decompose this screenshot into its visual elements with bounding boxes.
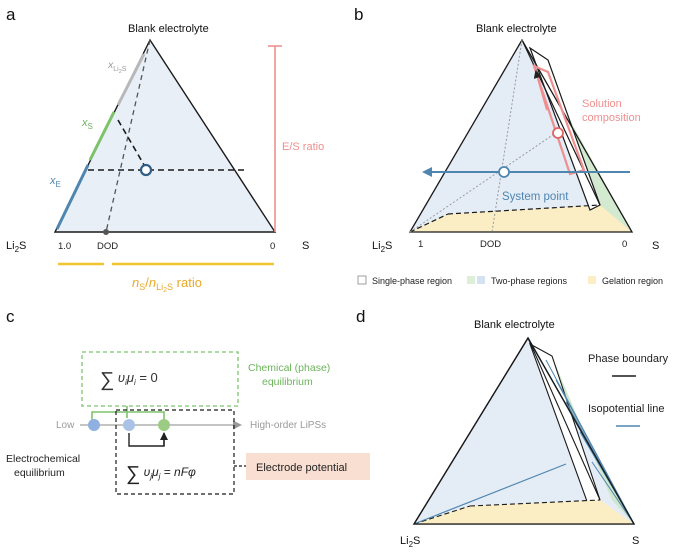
equation-chemical: ∑ υiμi = 0 (100, 369, 158, 391)
electrochem-label-2: equilibrium (14, 467, 65, 479)
low-label: Low (56, 420, 75, 431)
ratio-label: nS/nLi2S ratio (132, 275, 202, 294)
legend-single-swatch (357, 275, 367, 285)
panel-b-dashed-gel (447, 204, 601, 215)
xs-label: xS (81, 117, 93, 131)
single-phase-region (410, 40, 632, 232)
panel-d: d Blank electrolyte Phase boundary Isopo… (356, 307, 669, 549)
panel-a-tick-left: 1.0 (58, 241, 71, 252)
species-dot-2 (123, 419, 135, 431)
system-point-a (139, 163, 153, 177)
legend-two-label: Two-phase regions (491, 276, 568, 286)
species-dot-3 (158, 419, 170, 431)
electrochem-label-1: Electrochemical (6, 453, 80, 465)
chemical-equilibrium-box (81, 351, 239, 407)
solution-label-2: composition (582, 112, 641, 124)
species-dot-1 (88, 419, 100, 431)
panel-d-outline (412, 336, 636, 525)
panel-b-dashed-base (409, 213, 449, 233)
xe-label: xE (49, 175, 61, 189)
gelation-region (410, 205, 632, 232)
panel-b-tick-left: 1 (418, 239, 423, 250)
isopotential-line-7 (591, 461, 635, 525)
panel-b-letter: b (354, 5, 363, 24)
black-bracket (128, 433, 165, 447)
panel-a-tick-dod: DOD (97, 241, 118, 252)
solution-label-1: Solution (582, 98, 622, 110)
phase-boundary-label: Phase boundary (588, 353, 669, 365)
panel-b-legend: Single-phase region Two-phase regions Ge… (357, 275, 663, 286)
panel-a-left-corner: Li2S (6, 240, 26, 254)
panel-a: a Blank electrolyte xLi2S xS xE E/S rati… (6, 5, 324, 294)
panel-d-triangle (412, 336, 636, 525)
panel-b-top-label: Blank electrolyte (476, 23, 557, 35)
es-ratio-label: E/S ratio (282, 141, 324, 153)
panel-a-top-label: Blank electrolyte (128, 23, 209, 35)
panel-c: c ∑ υiμi = 0 Chemical (phase) equilibriu… (6, 307, 370, 495)
panel-c-letter: c (6, 307, 15, 326)
panel-b-triangle (408, 38, 634, 233)
legend-two-swatch-green (467, 276, 475, 284)
panel-d-top-label: Blank electrolyte (474, 319, 555, 331)
electrode-potential-label: Electrode potential (256, 462, 347, 474)
panel-b: b Blank electrolyte Solution composition… (354, 5, 663, 286)
electrode-potential-box (246, 453, 370, 480)
x-li2s-segment (116, 53, 146, 106)
xe-segment (55, 164, 90, 230)
solution-point (552, 127, 564, 139)
dashed-dod-line (105, 39, 151, 233)
system-point-label: System point (502, 191, 569, 203)
legend-gel-swatch (588, 276, 596, 284)
xs-segment (88, 111, 116, 161)
legend-gel-label: Gelation region (602, 276, 663, 286)
panel-d-inner-edge (527, 337, 601, 501)
panel-a-triangle (53, 38, 277, 233)
system-point-b (498, 166, 510, 178)
equation-electrochemical: ∑ υjμj = nFφ (126, 463, 196, 485)
panel-d-gel-region (414, 500, 634, 524)
x-li2s-label: xLi2S (107, 59, 127, 75)
panel-a-letter: a (6, 5, 16, 24)
panel-d-letter: d (356, 307, 365, 326)
panel-b-dotted-1 (491, 39, 523, 233)
legend-single-label: Single-phase region (372, 276, 452, 286)
panel-d-left-corner: Li2S (400, 535, 420, 549)
panel-b-left-corner: Li2S (372, 240, 392, 254)
dod-dot (103, 229, 109, 235)
panel-b-right-corner: S (652, 240, 659, 252)
panel-a-right-corner: S (302, 240, 309, 252)
isopotential-label: Isopotential line (588, 403, 664, 415)
panel-b-tick-dod: DOD (480, 239, 501, 250)
high-label: High-order LiPSs (250, 420, 326, 431)
panel-d-dashed-1 (413, 505, 471, 525)
green-bracket (91, 411, 165, 424)
legend-two-swatch-blue (477, 276, 485, 284)
panel-a-tick-right: 0 (270, 241, 275, 252)
panel-b-tick-right: 0 (622, 239, 627, 250)
chemical-label-2: equilibrium (262, 376, 313, 388)
isopotential-line-1 (413, 463, 567, 525)
panel-d-dashed-2 (469, 499, 601, 507)
electrochemical-equilibrium-box (115, 409, 235, 495)
chemical-label-1: Chemical (phase) (248, 362, 330, 374)
panel-d-right-corner: S (632, 535, 639, 547)
solution-arrow (533, 70, 548, 111)
